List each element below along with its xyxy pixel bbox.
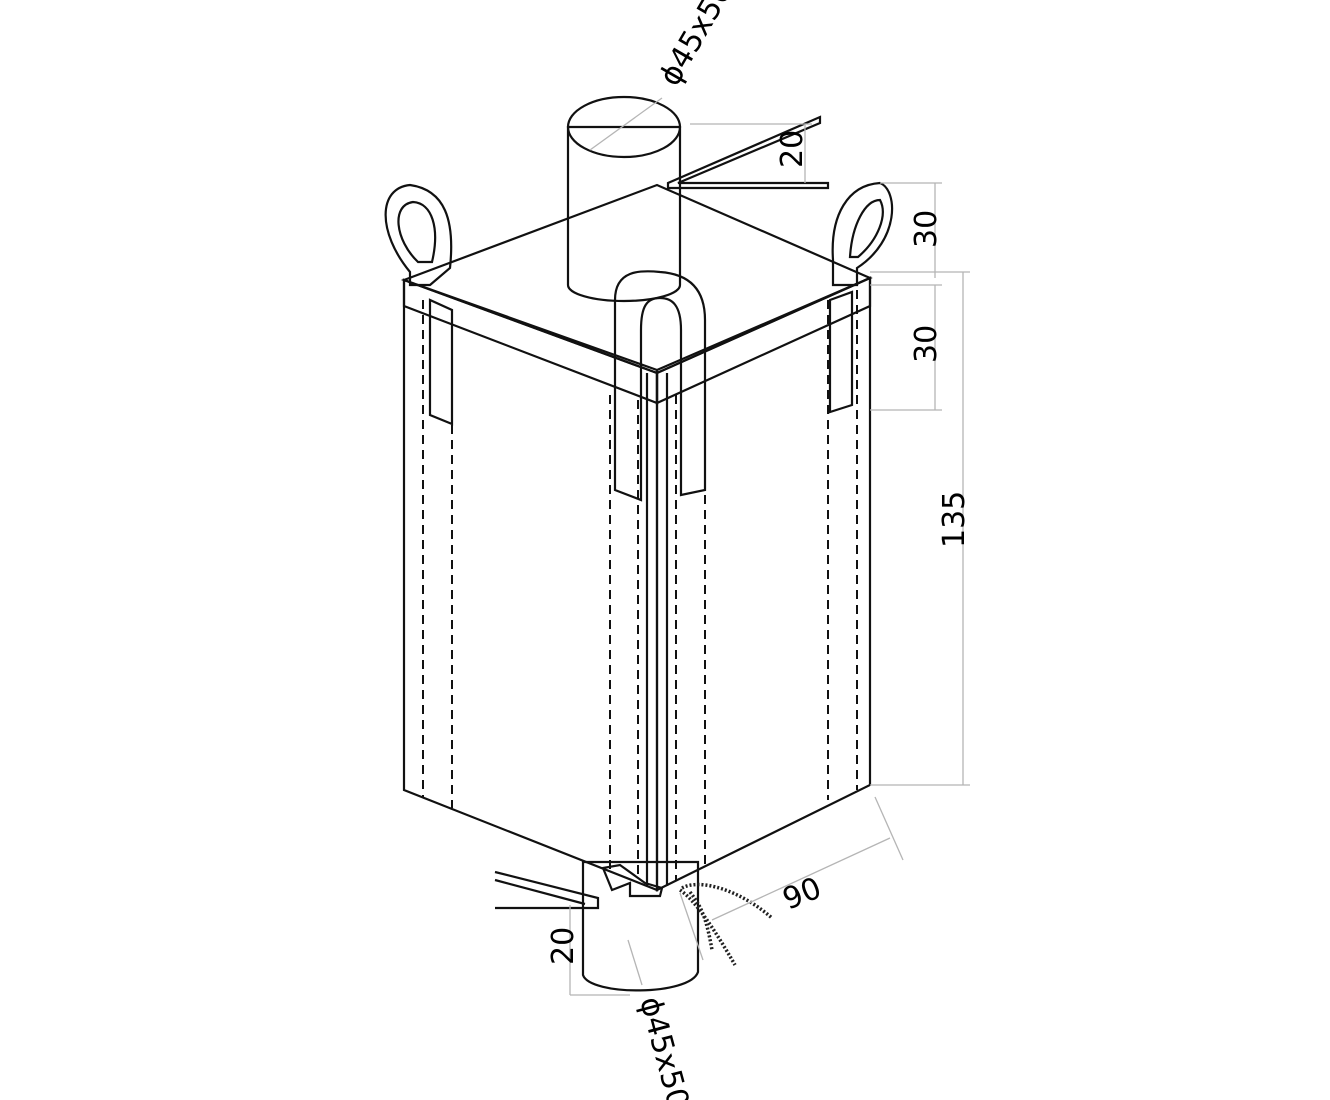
loop-strap-right-side: [828, 290, 854, 414]
bottom-spout-body: [581, 860, 700, 992]
bottom-spout-top-flap: [601, 863, 664, 898]
top-spout-opening: [566, 95, 682, 159]
belt-left: [402, 278, 659, 405]
lifting-loop-back-right: [831, 181, 894, 287]
loop-back-left-outer: [384, 183, 453, 287]
lifting-loop-back-left: [384, 183, 453, 287]
top-filling-spout: [566, 95, 682, 303]
loop-back-right-inner: [848, 198, 884, 259]
loop-strap-left-side: [428, 298, 454, 426]
tie-straps: [494, 115, 830, 910]
loop-sewn-length-label: 30: [909, 325, 944, 363]
top-spout-height-label: 20: [775, 130, 810, 168]
bag-top-panel: [400, 183, 873, 375]
bag-left-face: [402, 278, 659, 892]
top-spout-diameter-line: [589, 97, 663, 151]
bottom-spout-height-label: 20: [546, 927, 581, 965]
loop-height-label: 30: [909, 210, 944, 248]
bottom-spout-diameter-line: [627, 939, 643, 986]
body-width-label: 90: [778, 871, 827, 918]
loop-back-right-outer: [831, 181, 894, 287]
belt-right: [655, 276, 872, 405]
lifting-loop-front: [613, 270, 707, 502]
bottom-spout-diameter-label: ϕ45x50: [632, 993, 695, 1100]
loop-front-outer: [613, 270, 707, 502]
discharge-spout: [581, 860, 700, 992]
body-height-label: 135: [937, 491, 972, 548]
top-spout-diameter-label: ϕ45x50: [653, 0, 740, 92]
tie-cord: [678, 882, 774, 966]
dimension-lines: [569, 123, 970, 996]
top-spout-body: [566, 125, 682, 303]
bag-right-face: [655, 276, 872, 892]
loop-back-left-inner: [397, 200, 437, 264]
